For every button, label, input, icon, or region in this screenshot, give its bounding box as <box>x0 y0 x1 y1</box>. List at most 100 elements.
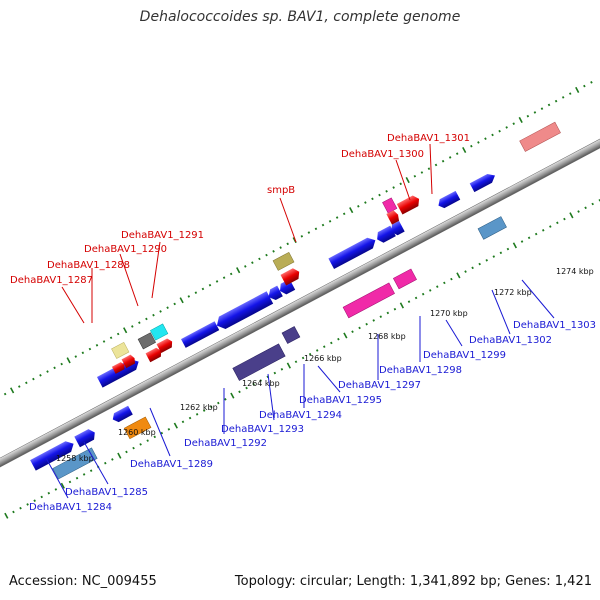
gene-arrow <box>181 321 220 348</box>
gene-label: DehaBAV1_1285 <box>65 487 148 498</box>
minor-tick <box>146 439 149 442</box>
minor-tick <box>364 201 367 204</box>
minor-tick <box>145 317 148 321</box>
minor-tick <box>540 107 544 110</box>
minor-tick <box>365 322 368 326</box>
minor-tick <box>259 379 262 382</box>
minor-tick <box>301 356 305 360</box>
minor-tick <box>534 232 538 236</box>
rna-arrow <box>396 195 420 215</box>
minor-tick <box>526 114 530 118</box>
tick-labels: 1258 kbp 1260 kbp 1262 kbp 1264 kbp 1266… <box>56 267 594 463</box>
minor-tick <box>315 349 319 352</box>
minor-tick <box>18 385 21 388</box>
minor-tick <box>584 206 587 210</box>
minor-tick <box>554 99 558 103</box>
gene-label: DehaBAV1_1298 <box>379 365 462 376</box>
major-tick <box>179 297 184 304</box>
minor-tick <box>279 246 282 249</box>
minor-tick <box>477 141 480 144</box>
minor-tick <box>328 220 332 223</box>
minor-tick <box>238 390 241 394</box>
gene-label: DehaBAV1_1289 <box>130 459 213 470</box>
minor-tick <box>139 443 142 446</box>
gene-box <box>477 216 507 240</box>
minor-tick <box>491 133 494 137</box>
gene-box <box>111 341 130 359</box>
minor-tick <box>556 221 559 225</box>
minor-tick <box>95 343 99 347</box>
gene-box <box>272 251 295 271</box>
minor-tick <box>547 103 551 107</box>
major-tick <box>286 362 291 369</box>
gene-label: DehaBAV1_1302 <box>469 335 552 346</box>
minor-tick <box>533 111 537 114</box>
minor-tick <box>372 319 375 322</box>
major-tick <box>10 387 15 394</box>
minor-tick <box>245 386 248 390</box>
minor-tick <box>131 325 134 328</box>
minor-tick <box>194 291 198 294</box>
minor-tick <box>414 296 418 300</box>
minor-tick <box>181 420 185 424</box>
gene-box <box>342 282 395 319</box>
minor-tick <box>385 189 388 193</box>
gene-label: smpB <box>267 185 295 196</box>
minor-tick <box>314 227 318 231</box>
minor-tick <box>300 235 304 238</box>
minor-tick <box>590 81 593 84</box>
rna-arrow <box>156 338 173 354</box>
leader-lines <box>45 143 555 499</box>
tick-label: 1270 kbp <box>430 309 468 318</box>
minor-tick <box>60 362 63 366</box>
gene-label: DehaBAV1_1299 <box>423 350 506 361</box>
minor-tick <box>464 270 467 273</box>
gene-box <box>392 268 417 290</box>
minor-tick <box>407 300 411 303</box>
minor-tick <box>187 295 191 298</box>
genome-backbone <box>0 130 600 476</box>
minor-tick <box>568 92 572 95</box>
top-strand-features <box>96 121 561 388</box>
minor-tick <box>335 216 339 219</box>
gene-arrow <box>268 285 283 301</box>
minor-tick <box>527 236 531 240</box>
gene-arrow <box>216 291 274 330</box>
gene-box <box>232 343 286 381</box>
gene-box <box>382 197 398 214</box>
minor-tick <box>379 315 383 318</box>
minor-tick <box>427 167 431 171</box>
minor-tick <box>251 261 254 264</box>
major-tick <box>343 332 348 339</box>
major-tick <box>117 452 122 459</box>
minor-tick <box>393 307 397 311</box>
gene-label: DehaBAV1_1294 <box>259 410 342 421</box>
major-tick <box>236 267 241 274</box>
minor-tick <box>351 330 354 334</box>
genome-title: Dehalococcoides sp. BAV1, complete genom… <box>139 9 461 25</box>
minor-tick <box>102 340 106 343</box>
minor-tick <box>428 289 432 292</box>
minor-tick <box>506 247 510 251</box>
minor-tick <box>159 310 162 313</box>
minor-tick <box>265 253 268 257</box>
gene-arrow <box>438 190 461 209</box>
minor-tick <box>499 251 503 255</box>
minor-tick <box>337 337 340 341</box>
minor-tick <box>25 381 28 385</box>
minor-tick <box>195 413 199 416</box>
gene-arrow <box>112 405 133 423</box>
minor-tick <box>485 259 488 262</box>
minor-tick <box>478 262 481 266</box>
minor-tick <box>471 266 474 270</box>
major-tick <box>456 272 461 279</box>
genome-summary-text: Topology: circular; Length: 1,341,892 bp… <box>234 574 592 589</box>
gene-label: DehaBAV1_1295 <box>299 395 382 406</box>
major-tick <box>4 512 9 519</box>
minor-tick <box>392 186 395 189</box>
minor-tick <box>222 276 226 279</box>
minor-tick <box>357 204 360 208</box>
major-tick <box>349 207 354 214</box>
gene-arrow <box>377 225 396 243</box>
